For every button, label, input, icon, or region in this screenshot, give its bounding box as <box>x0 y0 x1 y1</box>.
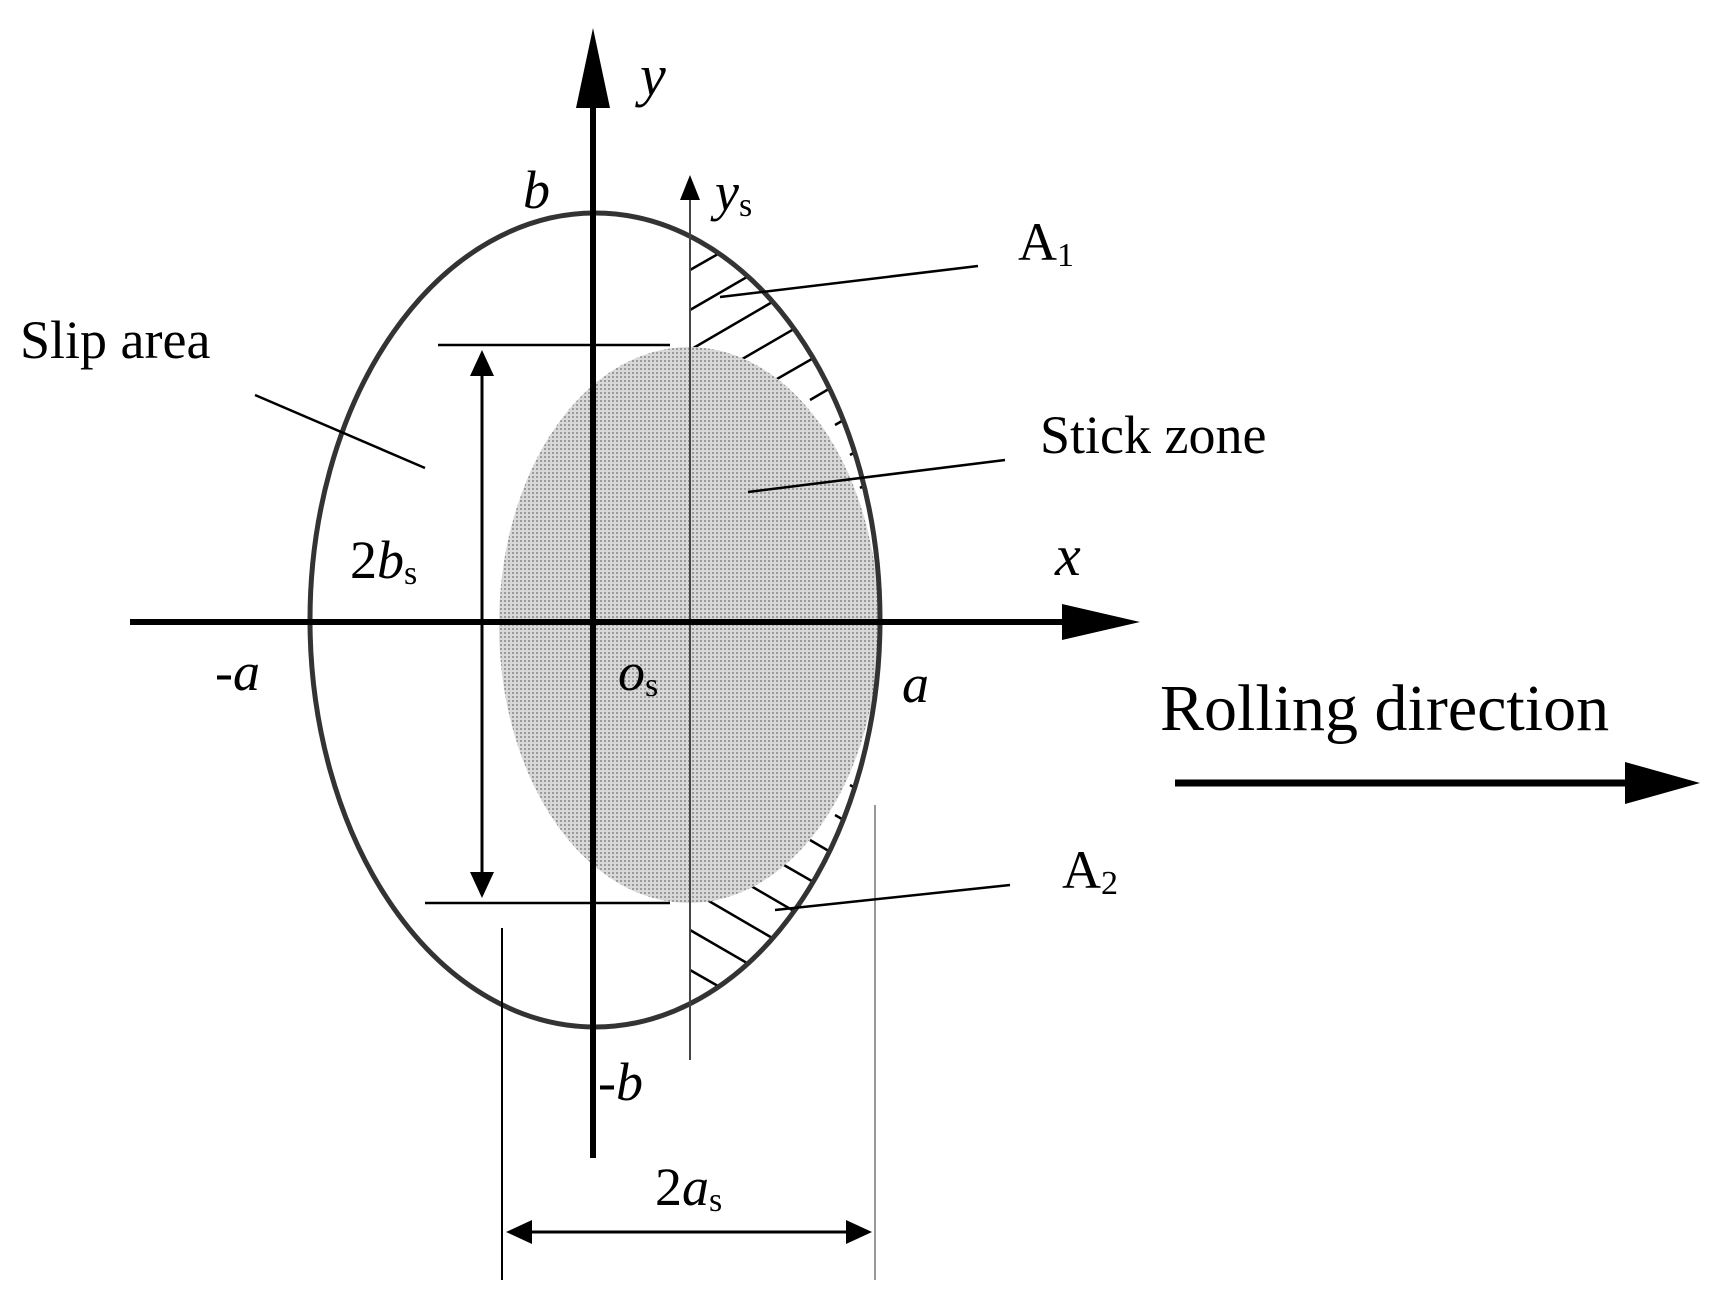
y-axis-label: y <box>635 43 666 108</box>
ys-axis-arrowhead <box>680 175 700 200</box>
rolling-direction-label: Rolling direction <box>1160 672 1609 745</box>
height-dimension-label: 2bs <box>350 530 417 592</box>
dim-height-arrow-bottom <box>470 872 494 898</box>
b-label: b <box>523 160 550 220</box>
a-label: a <box>902 654 929 714</box>
neg-a-label: -a <box>215 642 260 702</box>
A2-label: A2 <box>1062 840 1118 902</box>
slip-area-label: Slip area <box>20 310 210 370</box>
origin-label: os <box>618 642 658 704</box>
stick-zone-label: Stick zone <box>1040 405 1266 465</box>
slip-area-leader <box>254 393 426 470</box>
A1-leader <box>719 264 979 299</box>
ys-axis-label: ys <box>710 162 752 224</box>
A1-label: A1 <box>1018 212 1074 274</box>
y-axis-arrowhead <box>576 28 610 108</box>
A2-leader <box>774 883 1011 912</box>
neg-b-label: -b <box>598 1052 643 1112</box>
rolling-direction-arrowhead <box>1625 762 1700 804</box>
dim-width-arrow-left <box>506 1220 532 1244</box>
dim-height-arrow-top <box>470 350 494 376</box>
x-axis-arrowhead <box>1062 604 1140 640</box>
width-dimension-label: 2as <box>655 1157 722 1219</box>
dim-width-arrow-right <box>846 1220 872 1244</box>
stick-zone-leader <box>747 458 1006 494</box>
x-axis-label: x <box>1054 523 1081 588</box>
